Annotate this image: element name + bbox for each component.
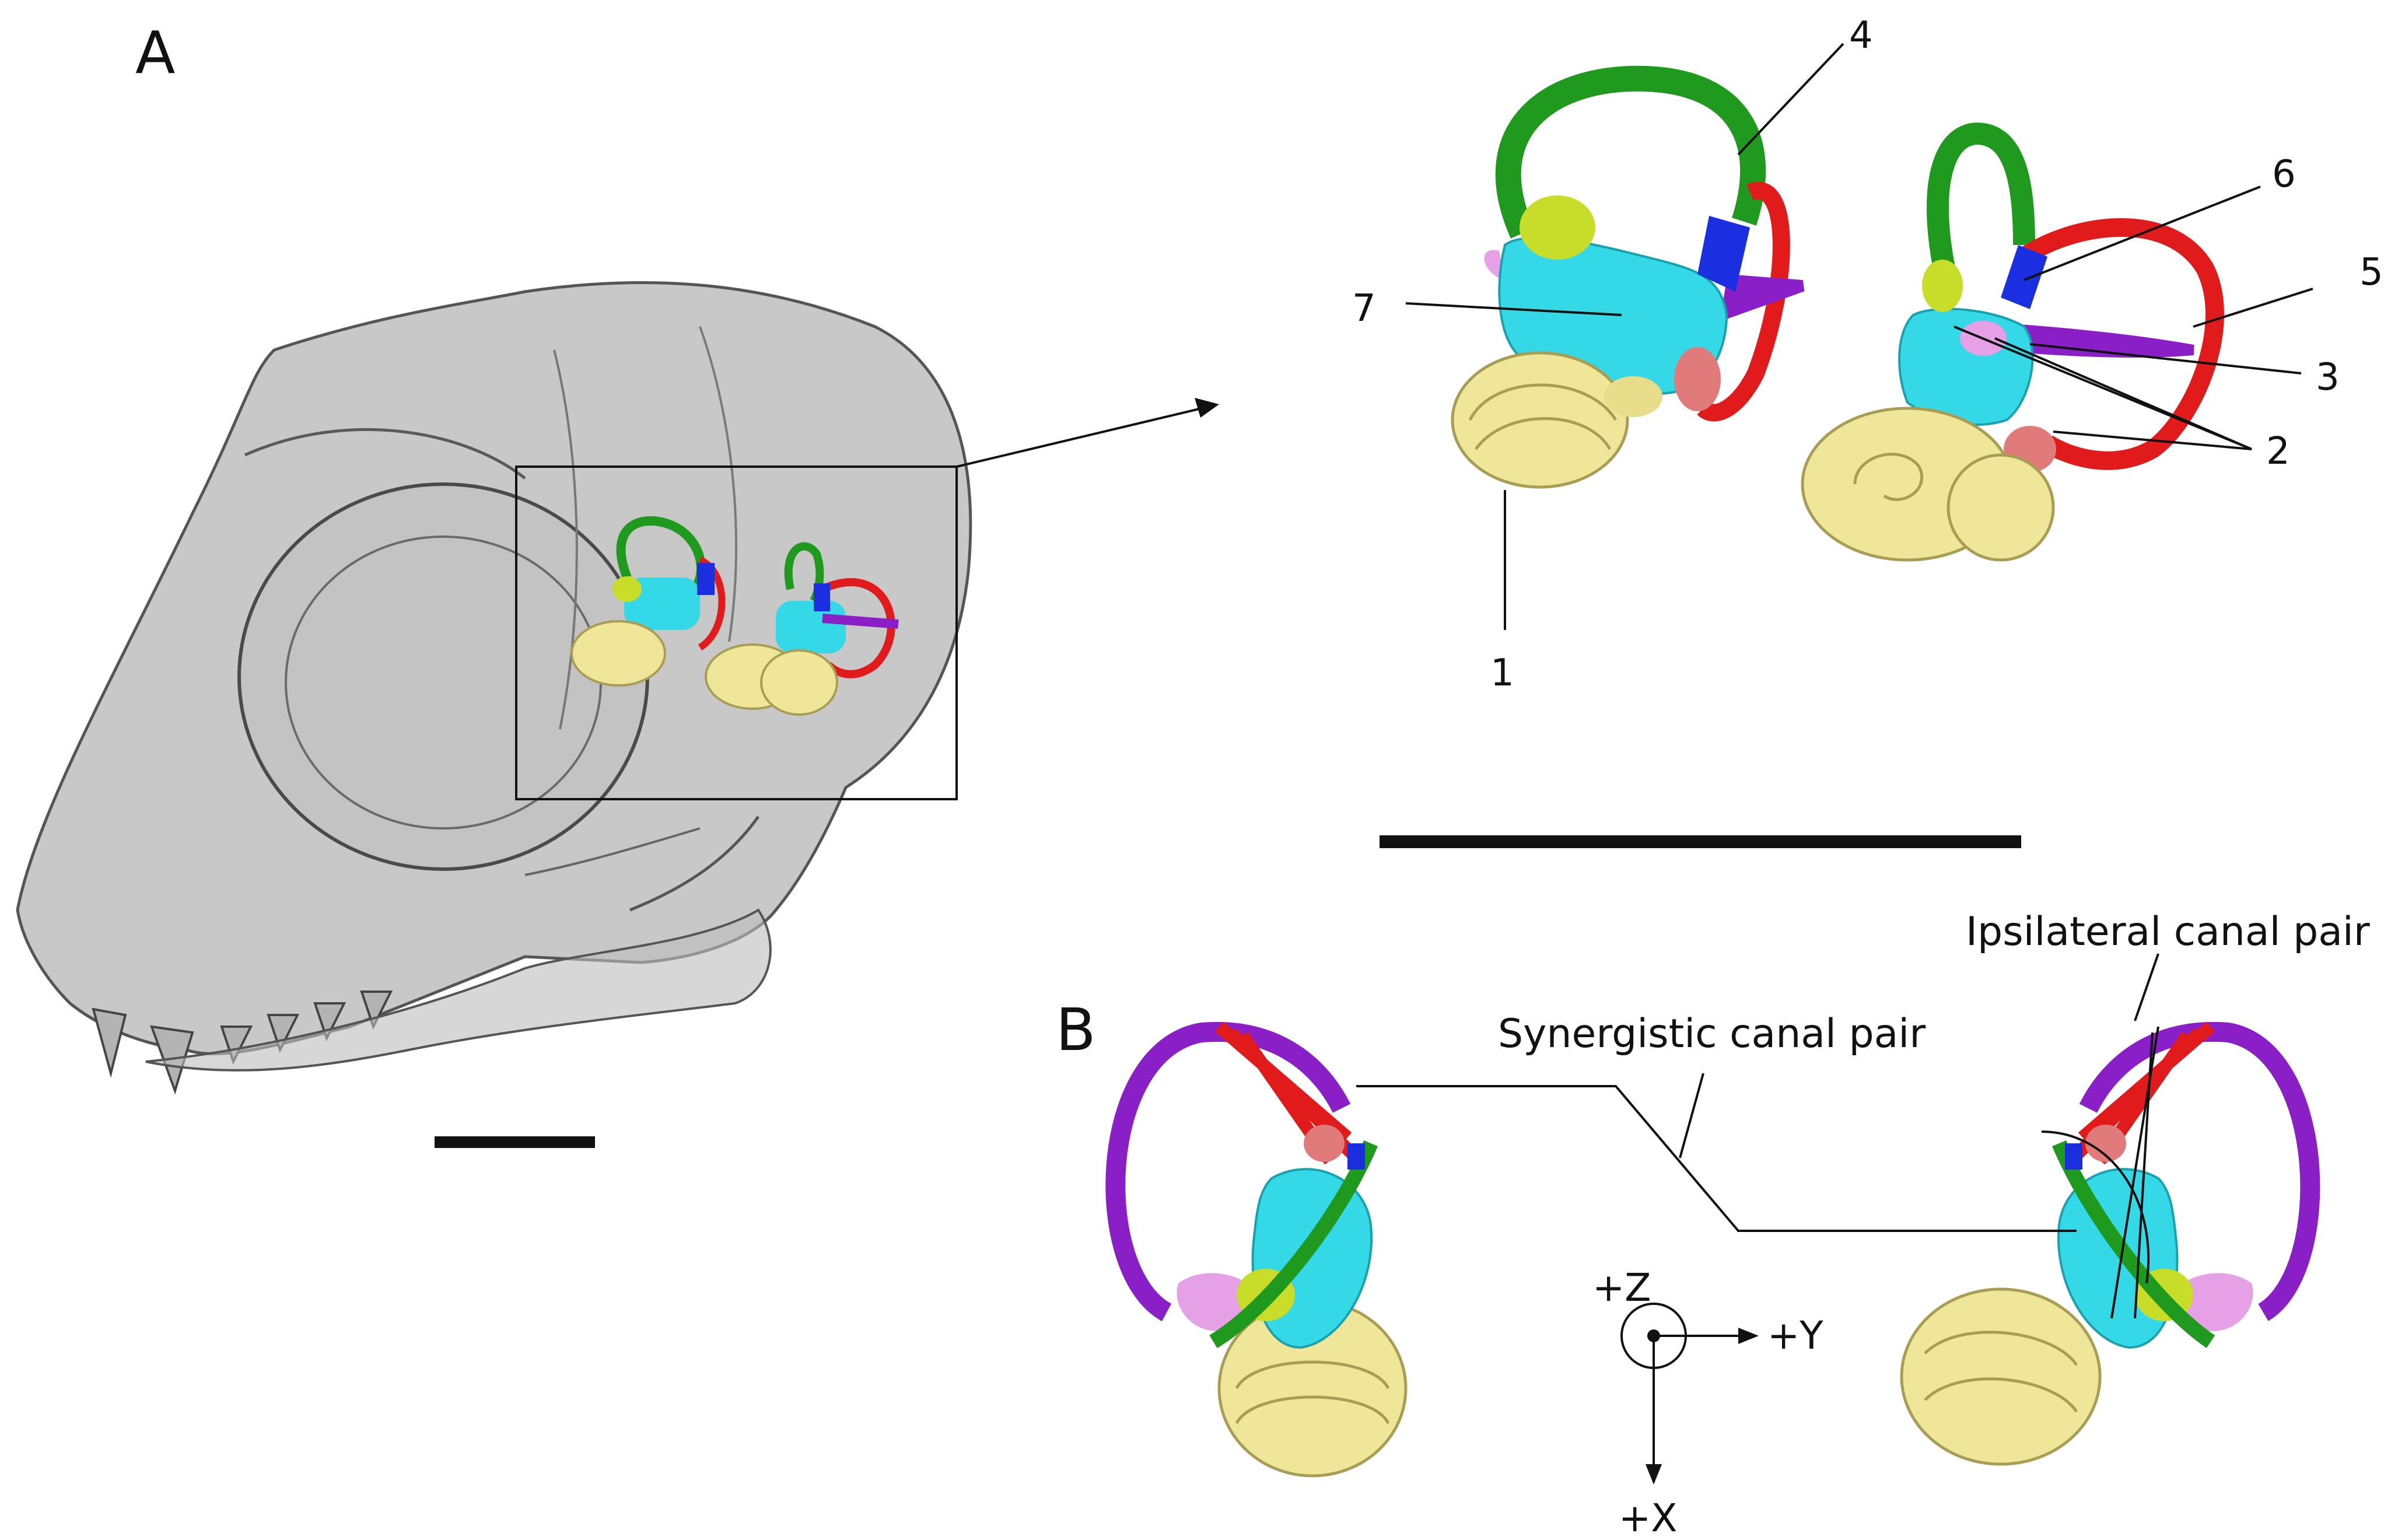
synergistic-leader: [1356, 1073, 2077, 1232]
zoom-inner-ear-left: [1451, 65, 1805, 489]
zoom-arrow-line: [956, 407, 1202, 468]
skull-inner-ear-left: [570, 516, 726, 687]
panel-label-b: B: [1056, 996, 1096, 1064]
label-2: 2: [2266, 430, 2290, 473]
coordinate-axes: [1620, 1303, 1759, 1485]
scale-bar-a-inset: [1380, 835, 2021, 848]
leader-lines: [1405, 43, 2313, 630]
inset-box: [515, 466, 958, 800]
label-3: 3: [2316, 356, 2340, 399]
label-7: 7: [1352, 287, 1376, 330]
label-5: 5: [2360, 251, 2383, 294]
panel-label-a: A: [135, 19, 175, 87]
zoom-inner-ear-right: [1801, 123, 2224, 562]
ipsilateral-canal-pair-label: Ipsilateral canal pair: [1966, 909, 2370, 955]
axis-label-x: +X: [1619, 1496, 1678, 1540]
skull-inner-ear-right: [705, 542, 899, 716]
synergistic-canal-pair-label: Synergistic canal pair: [1498, 1011, 1926, 1057]
panel-b-inner-ear-left: [1105, 1021, 1408, 1478]
zoom-arrow-head: [1195, 398, 1219, 418]
skull-illustration: [16, 281, 972, 1095]
axis-label-y: +Y: [1767, 1313, 1823, 1358]
label-4: 4: [1849, 14, 1873, 57]
axis-label-z: +Z: [1592, 1265, 1651, 1310]
panel-b-inner-ear-right: [1900, 1021, 2320, 1466]
scale-bar-a-skull: [435, 1136, 595, 1148]
ipsilateral-leader: [2041, 953, 2159, 1319]
label-1: 1: [1490, 652, 1514, 695]
label-6: 6: [2272, 153, 2296, 196]
